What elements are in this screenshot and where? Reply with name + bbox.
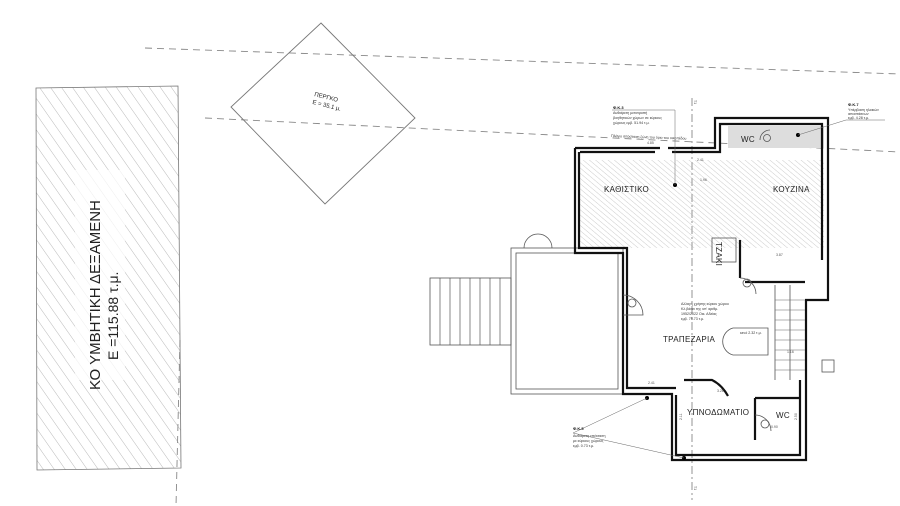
svg-text:εμβ. 0.73 τ.μ.: εμβ. 0.73 τ.μ. <box>573 444 594 448</box>
svg-text:εμβ. 75.73 τ.μ.: εμβ. 75.73 τ.μ. <box>681 317 704 321</box>
svg-text:1.16: 1.16 <box>787 350 794 354</box>
svg-text:Φ.Κ.3: Φ.Κ.3 <box>613 105 624 110</box>
pool-title: ΚΟ ΥΜΒΗΤΙΚΗ ΔΕΞΑΜΕΝΗ <box>87 200 104 390</box>
walls <box>573 116 830 462</box>
svg-text:βοηθητικών χώρων σε κύριους: βοηθητικών χώρων σε κύριους <box>613 116 662 120</box>
converted-area-hatch <box>580 160 824 248</box>
room-kitchen: ΚΟΥΖΙΝΑ <box>773 185 810 194</box>
svg-text:2.50: 2.50 <box>794 413 798 420</box>
fireplace <box>711 237 737 263</box>
note-fk7: Φ.Κ.7 Υπέρβαση ηλιακών αποστάσεων εμβ. 4… <box>796 102 885 137</box>
svg-text:με κύριους χώρους: με κύριους χώρους <box>573 439 604 443</box>
dimension-labels: 4.85 2.41 1.96 3.87 2.41 1.16 3.28 2.11 … <box>647 141 798 429</box>
exterior-stairs <box>429 277 512 346</box>
svg-text:1952/2022 Οικ. Αδείας: 1952/2022 Οικ. Αδείας <box>681 312 717 316</box>
void-label: κενό 2.32 τ.μ. <box>740 331 762 335</box>
column <box>821 359 835 373</box>
svg-text:0.90: 0.90 <box>771 425 778 429</box>
room-dining: ΤΡΑΠΕΖΑΡΙΑ <box>663 335 716 344</box>
pergola: ΠΕΡΓΚΟ Ε = 35.1 μ. <box>230 22 416 205</box>
svg-text:αποστάσεων: αποστάσεων <box>848 112 869 116</box>
room-wc-top: WC <box>741 135 755 144</box>
room-fireplace: ΤΖΑΚΙ <box>714 242 723 266</box>
section-mark-top: Τ1 <box>693 100 697 104</box>
wc-annex-fill <box>728 126 824 148</box>
svg-text:2.41: 2.41 <box>648 381 655 385</box>
svg-text:χώρους εμβ. 51.94 τ.μ.: χώρους εμβ. 51.94 τ.μ. <box>613 121 650 125</box>
boundary-line-top <box>144 47 900 75</box>
boundary-note: Πλάγιο απόσταση ζώνη του όριο του οικοπέ… <box>611 134 687 141</box>
svg-text:Φ.Κ.7: Φ.Κ.7 <box>848 102 859 107</box>
svg-text:2.41: 2.41 <box>697 158 704 162</box>
interior-stairs <box>775 299 805 371</box>
room-wc-bottom: WC <box>776 411 790 420</box>
svg-text:4.85: 4.85 <box>647 141 654 145</box>
svg-text:Αυθαίρετη μετατροπή: Αυθαίρετη μετατροπή <box>613 111 647 115</box>
note-fk5: Φ.Κ.5 Αυθαίρετη επέκταση με κύριους χώρο… <box>572 396 686 460</box>
room-bedroom: ΥΠΝΟΔΩΜΑΤΙΟ <box>687 408 749 417</box>
section-mark-bottom: Τ1 <box>693 486 697 490</box>
terrace <box>510 233 624 395</box>
swimming-pool: ΚΟ ΥΜΒΗΤΙΚΗ ΔΕΞΑΜΕΝΗ Ε =115.88 τ.μ. <box>35 85 182 471</box>
svg-text:3.28: 3.28 <box>717 389 724 393</box>
pool-area: Ε =115.88 τ.μ. <box>105 272 121 360</box>
note-fk3: Φ.Κ.3 Αυθαίρετη μετατροπή βοηθητικών χώρ… <box>612 105 677 187</box>
room-living: ΚΑΘΙΣΤΙΚΟ <box>604 185 649 194</box>
svg-text:2.11: 2.11 <box>679 413 683 420</box>
svg-text:3.87: 3.87 <box>776 253 783 257</box>
svg-text:Αλλαγή χρήσης κύριου χώρου: Αλλαγή χρήσης κύριου χώρου <box>681 302 729 306</box>
svg-text:εμβ. 4.28 τ.μ.: εμβ. 4.28 τ.μ. <box>848 116 869 120</box>
svg-text:1.96: 1.96 <box>700 178 707 182</box>
pergola-title: ΠΕΡΓΚΟ <box>314 92 339 104</box>
svg-text:Κλ.βάσει της υπ' αριθμ.: Κλ.βάσει της υπ' αριθμ. <box>681 307 718 311</box>
door-icon <box>622 129 772 432</box>
svg-text:Αυθαίρετη επέκταση: Αυθαίρετη επέκταση <box>573 434 605 438</box>
svg-text:Υπέρβαση ηλιακών: Υπέρβαση ηλιακών <box>848 108 879 112</box>
svg-text:Φ.Κ.5: Φ.Κ.5 <box>573 426 584 431</box>
note-dining: Αλλαγή χρήσης κύριου χώρου Κλ.βάσει της … <box>681 302 729 321</box>
